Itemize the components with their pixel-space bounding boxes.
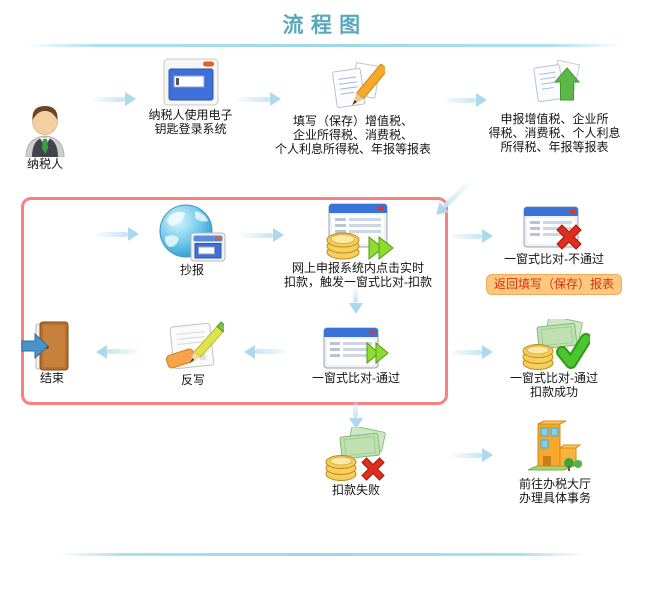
- flow-arrow-right: [95, 227, 139, 241]
- arrow-head: [349, 303, 363, 314]
- node-label-line: 扣款，触发一窗式比对-扣款: [284, 275, 432, 289]
- notepad-pencil-icon: [165, 321, 224, 370]
- arrow-head: [128, 227, 139, 241]
- node-label-line: 所得税、年报等报表: [500, 140, 609, 154]
- arrow-head: [244, 345, 255, 359]
- person-icon: [25, 106, 65, 157]
- process-box: [21, 197, 448, 405]
- document-upload-icon: [532, 60, 580, 103]
- flow-arrow-left: [96, 345, 140, 359]
- arrow-head: [476, 93, 487, 107]
- divider-top: [25, 44, 623, 47]
- node-login: 纳税人使用电子 钥匙登录系统: [128, 56, 253, 136]
- arrow-shaft: [451, 349, 482, 355]
- flow-arrow-down: [349, 399, 363, 429]
- arrow-shaft: [255, 349, 288, 355]
- document-edit-icon: [332, 61, 385, 109]
- node-label-line: 得税、消费税、个人利息: [488, 126, 621, 140]
- node-label-line: 钥匙登录系统: [154, 122, 227, 136]
- arrow-shaft: [92, 96, 125, 102]
- node-label-line: 申报增值税、企业所: [500, 112, 609, 126]
- node-declare: 申报增值税、企业所 得税、消费税、个人利息 所得税、年报等报表: [467, 60, 642, 154]
- node-label-line: 一窗式比对-通过: [510, 371, 598, 385]
- arrow-shaft: [451, 452, 482, 458]
- node-label-line: 填写（保存）增值税、: [292, 114, 413, 128]
- node-label: 一窗式比对-不通过: [504, 252, 604, 266]
- arrow-head: [273, 228, 284, 242]
- exit-door-icon: [21, 321, 69, 371]
- node-label-line: 扣款成功: [529, 385, 578, 399]
- arrow-shaft: [95, 231, 128, 237]
- arrow-head: [482, 229, 493, 243]
- arrow-shaft: [353, 399, 359, 418]
- window-coins-forward-icon: [326, 203, 394, 261]
- flow-arrow-right: [240, 228, 284, 242]
- node-online-deduct: 网上申报系统内点击实时 扣款，触发一窗式比对-扣款: [262, 203, 454, 289]
- node-label-line: 个人利息所得税、年报等报表: [274, 142, 431, 156]
- arrow-head: [349, 418, 363, 429]
- node-copy-report: 抄报: [142, 203, 242, 277]
- arrow-head: [270, 92, 281, 106]
- node-label-line: 纳税人使用电子: [148, 108, 233, 122]
- node-label: 扣款失败: [331, 483, 380, 497]
- browser-window-icon: [163, 58, 218, 106]
- arrow-head: [96, 345, 107, 359]
- flow-arrow-right: [451, 229, 493, 243]
- arrow-shaft: [443, 97, 476, 103]
- flow-arrow-right: [451, 448, 493, 462]
- arrow-shaft: [442, 181, 472, 210]
- node-deduct-fail: 扣款失败: [281, 427, 431, 497]
- window-forward-icon: [323, 327, 389, 369]
- divider-bottom: [60, 553, 585, 556]
- node-deduct-success: 一窗式比对-通过 扣款成功: [468, 319, 640, 399]
- node-tax-hall: 前往办税大厅 办理具体事务: [470, 419, 640, 505]
- coins-success-icon: [522, 319, 590, 370]
- flow-arrow-left: [244, 345, 288, 359]
- node-fill-forms: 填写（保存）增值税、 企业所得税、消费税、 个人利息所得税、年报等报表: [267, 60, 439, 156]
- node-label: 纳税人: [26, 157, 63, 171]
- node-label: 结束: [39, 371, 64, 385]
- node-compare-fail: 一窗式比对-不通过 返回填写（保存）报表: [468, 206, 640, 295]
- arrow-shaft: [237, 96, 270, 102]
- node-label: 抄报: [179, 263, 204, 277]
- node-label-line: 前往办税大厅: [518, 477, 591, 491]
- node-compare-pass: 一窗式比对-通过: [281, 327, 431, 385]
- arrow-head: [482, 448, 493, 462]
- page-title: 流程图: [282, 14, 368, 37]
- arrow-shaft: [451, 233, 482, 239]
- return-fill-badge: 返回填写（保存）报表: [485, 274, 622, 295]
- flow-arrow-right: [237, 92, 281, 106]
- node-write-back: 反写: [143, 319, 243, 387]
- flow-arrow-right: [92, 92, 136, 106]
- flow-arrow-down: [349, 286, 363, 314]
- building-icon: [527, 420, 583, 471]
- arrow-shaft: [240, 232, 273, 238]
- node-label: 反写: [180, 373, 205, 387]
- arrow-shaft: [107, 349, 140, 355]
- node-end: 结束: [12, 321, 92, 385]
- flow-arrow-right: [451, 345, 493, 359]
- globe-browser-icon: [159, 204, 226, 262]
- flow-arrow-right: [443, 93, 487, 107]
- arrow-head: [482, 345, 493, 359]
- node-taxpayer: 纳税人: [5, 101, 85, 171]
- node-label-line: 企业所得税、消费税、: [292, 128, 413, 142]
- arrow-shaft: [353, 286, 359, 303]
- node-label-line: 办理具体事务: [518, 491, 591, 505]
- coins-error-icon: [325, 427, 386, 481]
- node-label: 一窗式比对-通过: [312, 371, 400, 385]
- node-label-line: 网上申报系统内点击实时: [291, 261, 424, 275]
- window-error-icon: [523, 206, 582, 250]
- arrow-head: [125, 92, 136, 106]
